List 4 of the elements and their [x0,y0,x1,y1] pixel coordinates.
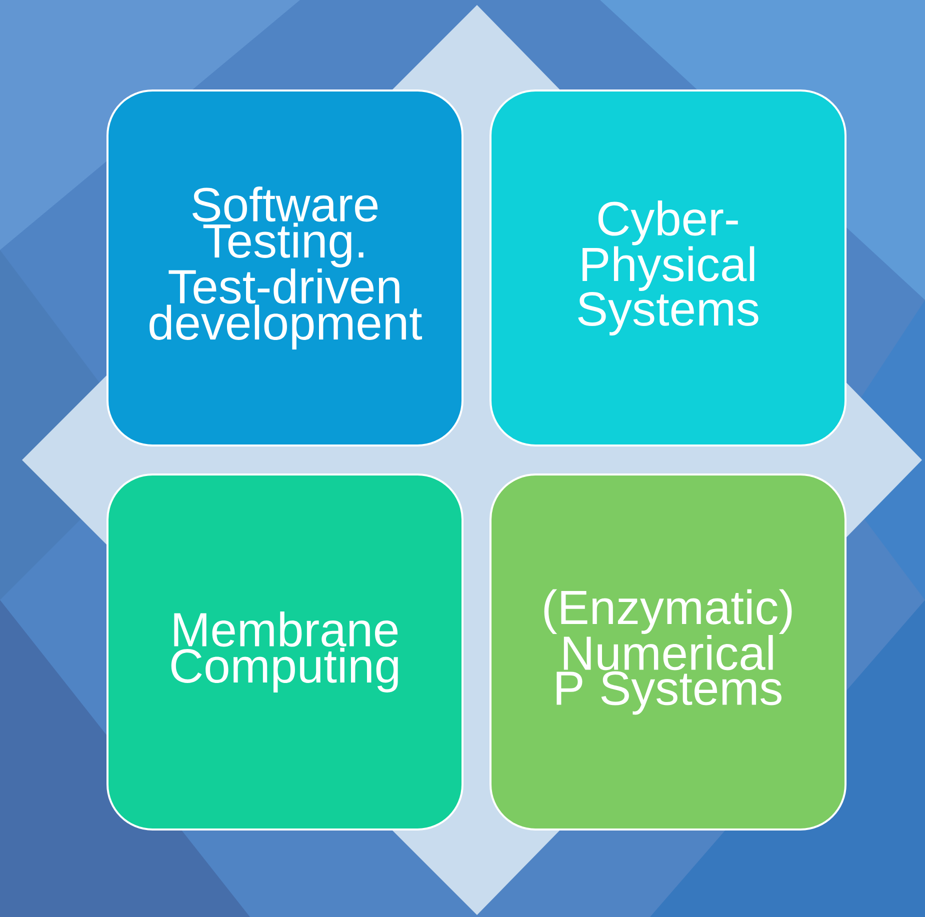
rounded-box: Membrane Computing [106,474,464,830]
rounded-box: (Enzymatic) Numerical P Systems [490,474,847,830]
rounded-box: Cyber-Physical Systems [490,89,847,446]
rounded-box: Software Testing. Test-driven development [106,89,464,446]
